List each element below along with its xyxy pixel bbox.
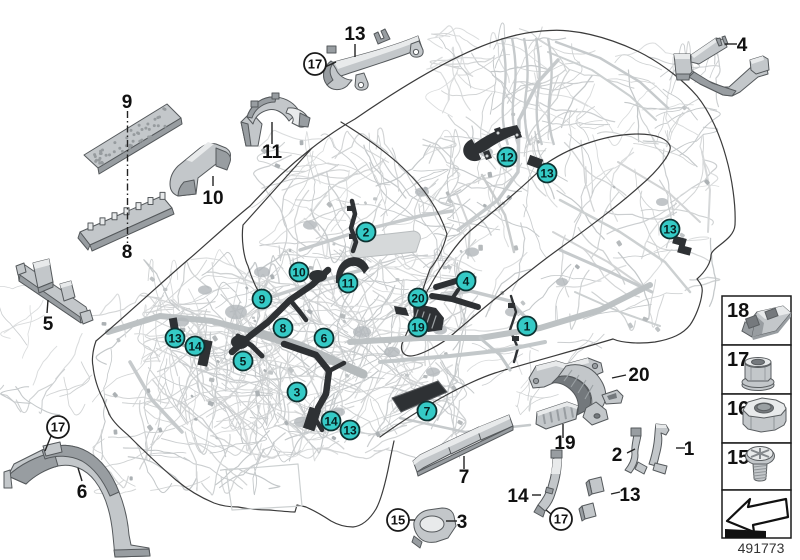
svg-text:4: 4 — [463, 274, 470, 288]
svg-text:19: 19 — [554, 433, 575, 454]
svg-text:17: 17 — [727, 349, 749, 371]
svg-text:17: 17 — [554, 512, 568, 527]
svg-text:8: 8 — [122, 242, 133, 263]
svg-text:13: 13 — [619, 485, 640, 506]
svg-text:9: 9 — [259, 292, 266, 306]
svg-text:8: 8 — [280, 321, 287, 335]
svg-text:11: 11 — [262, 142, 283, 163]
svg-text:13: 13 — [168, 331, 182, 345]
svg-text:4: 4 — [737, 35, 748, 56]
svg-text:3: 3 — [457, 512, 468, 533]
svg-text:18: 18 — [727, 300, 749, 322]
svg-text:12: 12 — [500, 150, 514, 164]
svg-text:1: 1 — [524, 319, 531, 333]
svg-text:15: 15 — [391, 513, 405, 528]
svg-text:10: 10 — [292, 265, 306, 279]
svg-text:13: 13 — [663, 222, 677, 236]
svg-text:2: 2 — [612, 445, 623, 466]
svg-text:14: 14 — [188, 339, 202, 353]
svg-text:11: 11 — [342, 276, 355, 290]
svg-text:17: 17 — [51, 420, 65, 435]
svg-text:20: 20 — [628, 365, 649, 386]
svg-text:14: 14 — [324, 414, 338, 428]
svg-text:491773: 491773 — [738, 540, 785, 556]
svg-text:9: 9 — [122, 92, 133, 113]
svg-text:19: 19 — [411, 320, 425, 334]
svg-text:17: 17 — [308, 57, 322, 72]
svg-text:7: 7 — [424, 404, 431, 418]
svg-text:10: 10 — [202, 188, 223, 209]
svg-text:13: 13 — [343, 423, 357, 437]
svg-text:3: 3 — [294, 385, 301, 399]
svg-text:20: 20 — [411, 291, 425, 305]
svg-text:13: 13 — [540, 166, 554, 180]
svg-text:2: 2 — [363, 225, 370, 239]
svg-text:1: 1 — [684, 439, 695, 460]
svg-text:6: 6 — [321, 331, 328, 345]
svg-text:13: 13 — [344, 24, 365, 45]
svg-text:6: 6 — [77, 482, 88, 503]
svg-text:14: 14 — [507, 486, 529, 507]
svg-text:7: 7 — [459, 467, 470, 488]
svg-text:15: 15 — [727, 447, 749, 469]
svg-text:5: 5 — [240, 354, 247, 368]
svg-text:5: 5 — [43, 314, 54, 335]
